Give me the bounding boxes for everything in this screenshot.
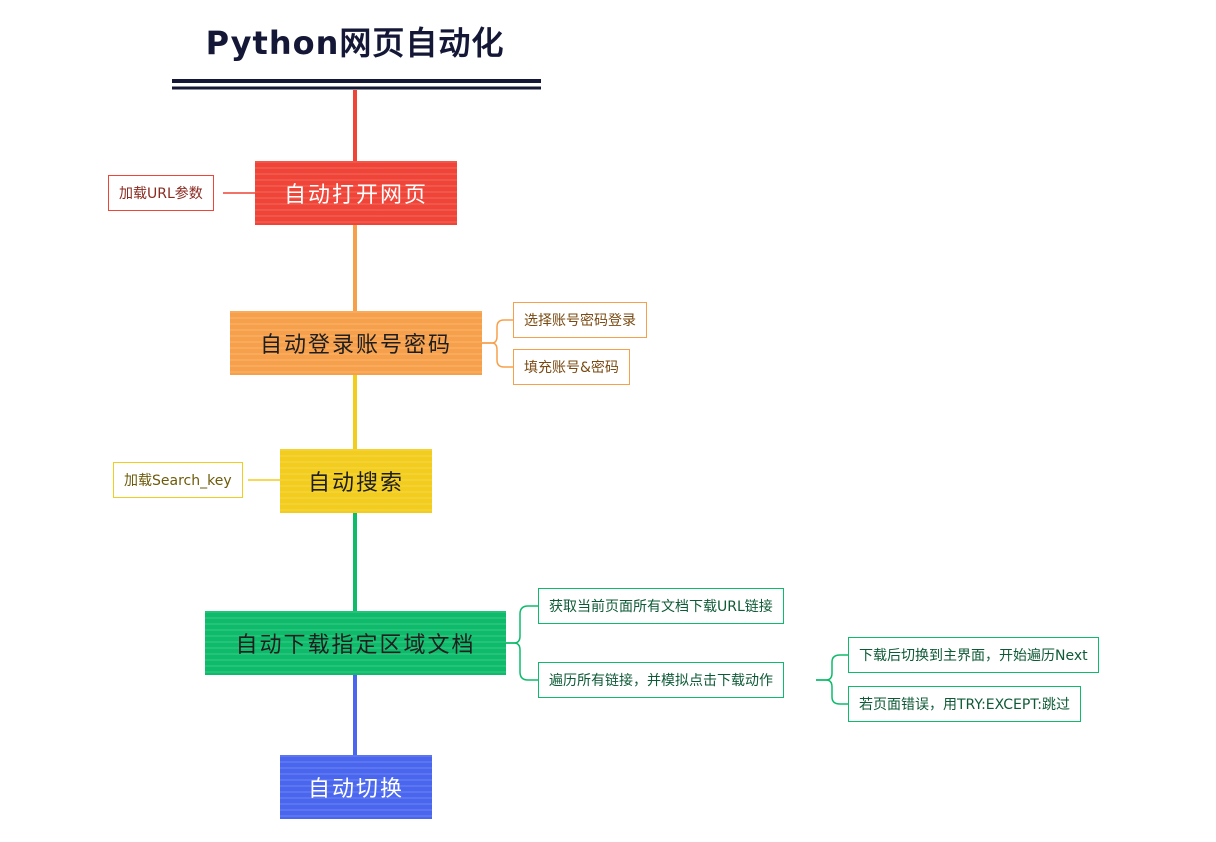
node-auto-download[interactable]: 自动下载指定区域文档 bbox=[205, 611, 506, 675]
mindmap-title: Python网页自动化 bbox=[205, 24, 505, 62]
connector-download-1 bbox=[506, 605, 538, 644]
node-auto-switch[interactable]: 自动切换 bbox=[280, 755, 432, 819]
node-auto-open-page[interactable]: 自动打开网页 bbox=[255, 161, 457, 225]
connector-download-2 bbox=[506, 642, 538, 681]
leaf-get-download-urls[interactable]: 获取当前页面所有文档下载URL链接 bbox=[538, 588, 784, 624]
leaf-traverse-links[interactable]: 遍历所有链接，并模拟点击下载动作 bbox=[538, 662, 784, 698]
leaf-load-url-param[interactable]: 加载URL参数 bbox=[108, 175, 214, 211]
connector-login-2 bbox=[482, 342, 513, 368]
leaf-load-search-key[interactable]: 加载Search_key bbox=[113, 462, 243, 498]
leaf-try-except-skip[interactable]: 若页面错误，用TRY:EXCEPT:跳过 bbox=[848, 686, 1082, 722]
node-auto-search[interactable]: 自动搜索 bbox=[280, 449, 432, 513]
connector-login-1 bbox=[482, 319, 513, 344]
node-auto-login[interactable]: 自动登录账号密码 bbox=[230, 311, 482, 375]
connector-traverse-2 bbox=[816, 679, 848, 705]
leaf-choose-login-method[interactable]: 选择账号密码登录 bbox=[513, 302, 647, 338]
leaf-switch-to-main[interactable]: 下载后切换到主界面，开始遍历Next bbox=[848, 637, 1099, 673]
leaf-fill-credentials[interactable]: 填充账号&密码 bbox=[513, 349, 630, 385]
connector-traverse-1 bbox=[816, 654, 848, 681]
